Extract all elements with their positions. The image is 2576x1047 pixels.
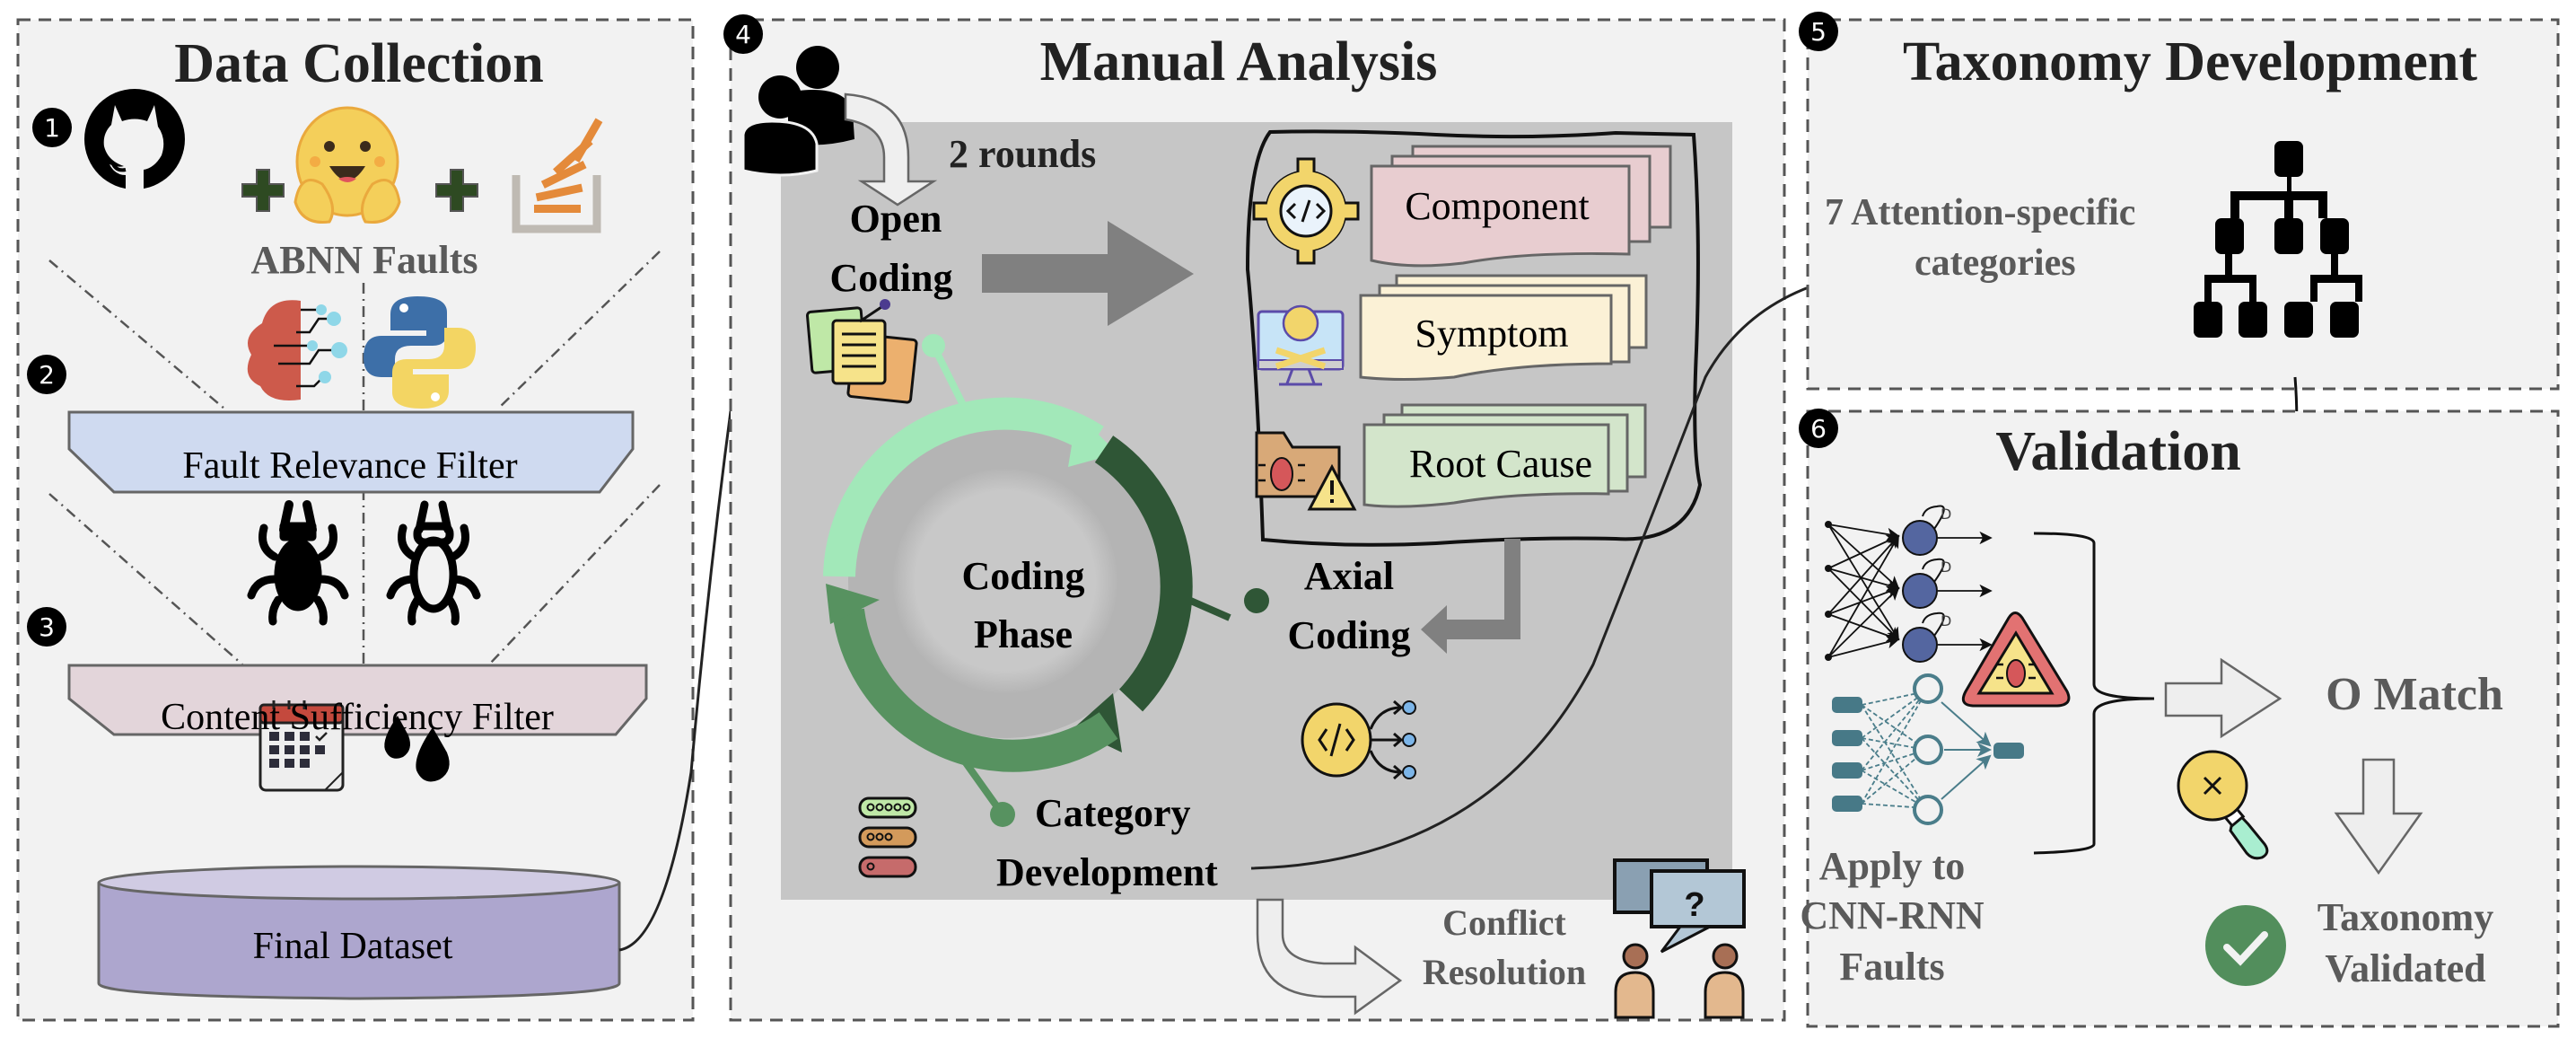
connector-category-to-taxonomy <box>1250 257 1901 870</box>
ai-brain-icon <box>247 300 347 400</box>
researchers-icon <box>741 46 854 177</box>
huggingface-icon <box>294 106 401 224</box>
cnn-network-icon <box>1832 673 2024 825</box>
svg-text:?: ? <box>1684 886 1704 924</box>
open-coding-notes-icon <box>805 299 918 404</box>
to-match-arrow <box>2164 657 2282 739</box>
conflict-resolution-arrow <box>1256 898 1403 1016</box>
component-card-stack <box>1370 145 1672 268</box>
rounds-arrow <box>844 92 938 207</box>
python-icon <box>364 296 476 409</box>
open-coding-label-1: Open <box>849 197 942 241</box>
rnn-delay-label-2: D <box>1941 559 1952 576</box>
categories-to-axial-arrow <box>1421 539 1520 654</box>
validated-label-2: Validated <box>2325 946 2486 990</box>
to-validated-arrow <box>2334 758 2423 875</box>
final-dataset-label: Final Dataset <box>252 926 453 967</box>
apply-label-3: Faults <box>1839 945 1945 989</box>
step-badge-5: 5 <box>1799 12 1838 51</box>
magnifier-x-icon <box>2177 750 2269 860</box>
content-sufficiency-filter-shape <box>67 664 648 736</box>
category-bars-icon <box>858 796 917 878</box>
rnn-network-icon <box>1825 505 1993 663</box>
step-badge-2: 2 <box>27 355 66 394</box>
step-badge-3: 3 <box>27 607 66 647</box>
folder-bug-warning-icon <box>1255 431 1357 511</box>
category-development-label-1: Category <box>1035 791 1191 835</box>
root-cause-card-stack <box>1362 403 1647 508</box>
content-sufficiency-filter-label: Content Sufficiency Filter <box>161 697 554 738</box>
panel-title-data-collection: Data Collection <box>174 33 544 94</box>
apply-label-1: Apply to <box>1818 844 1966 888</box>
funnel-guides <box>48 251 661 665</box>
hierarchy-tree-icon <box>2194 141 2362 338</box>
panel-taxonomy-development <box>1806 18 2560 674</box>
category-root-cause-label: Root Cause <box>1408 442 1593 486</box>
bug-outline-icon <box>386 500 481 626</box>
category-development-label-2: Development <box>996 850 1218 894</box>
gear-code-icon <box>1252 157 1360 265</box>
rnn-delay-label-1: D <box>1941 506 1952 523</box>
final-dataset-cylinder <box>97 865 621 1000</box>
rnn-delay-label-3: D <box>1941 612 1952 629</box>
coding-phase-label-2: Phase <box>974 612 1073 656</box>
coding-phase-label-1: Coding <box>961 554 1085 598</box>
axial-coding-label-1: Axial <box>1303 554 1395 598</box>
conflict-resolution-label-1: Conflict <box>1442 902 1566 943</box>
panel-title-validation: Validation <box>1995 421 2241 482</box>
calendar-icon <box>258 700 345 792</box>
fault-relevance-filter-shape <box>67 410 635 494</box>
panel-validation <box>1806 409 2560 1028</box>
panel-manual-analysis: ? <box>729 18 1901 1022</box>
plus-icon <box>241 169 285 212</box>
abnn-faults-label: ABNN Faults <box>250 238 478 282</box>
check-circle-icon <box>2205 905 2286 986</box>
apply-label-2: CNN-RNN <box>1800 893 1985 937</box>
panel-title-manual-analysis: Manual Analysis <box>1039 31 1438 92</box>
fault-relevance-filter-label: Fault Relevance Filter <box>182 445 518 487</box>
plus-icon <box>435 169 478 212</box>
step-badge-6: 6 <box>1799 409 1838 448</box>
match-label: O Match <box>2326 669 2503 720</box>
conflict-resolution-label-2: Resolution <box>1422 952 1587 992</box>
rounds-label: 2 rounds <box>949 132 1097 176</box>
github-icon <box>84 89 185 189</box>
water-drops-icon <box>384 716 450 782</box>
axial-coding-label-2: Coding <box>1287 613 1411 657</box>
validated-label-1: Taxonomy <box>2317 895 2494 939</box>
axial-code-branch-icon <box>1301 699 1416 780</box>
step-badge-4: 4 <box>723 14 763 54</box>
coding-cycle-ring <box>823 397 1193 772</box>
bug-filled-icon <box>247 500 349 626</box>
open-to-axial-arrow <box>982 221 1194 326</box>
discussion-people-icon: ? <box>1613 858 1746 1019</box>
category-symptom-label: Symptom <box>1415 312 1569 356</box>
symptom-card-stack <box>1359 274 1648 381</box>
merge-brace <box>2033 532 2155 855</box>
taxonomy-result-label-2: categories <box>1914 242 2076 284</box>
stackoverflow-icon <box>512 118 603 233</box>
panel-title-taxonomy-development: Taxonomy Development <box>1902 31 2478 92</box>
monitor-skull-icon <box>1257 304 1345 386</box>
panel-data-collection <box>16 18 775 1022</box>
open-coding-label-2: Coding <box>829 256 953 300</box>
category-component-label: Component <box>1405 184 1590 228</box>
step-badge-1: 1 <box>32 108 72 147</box>
taxonomy-result-label-1: 7 Attention-specific <box>1825 192 2136 233</box>
warning-bug-icon <box>1961 611 2071 708</box>
